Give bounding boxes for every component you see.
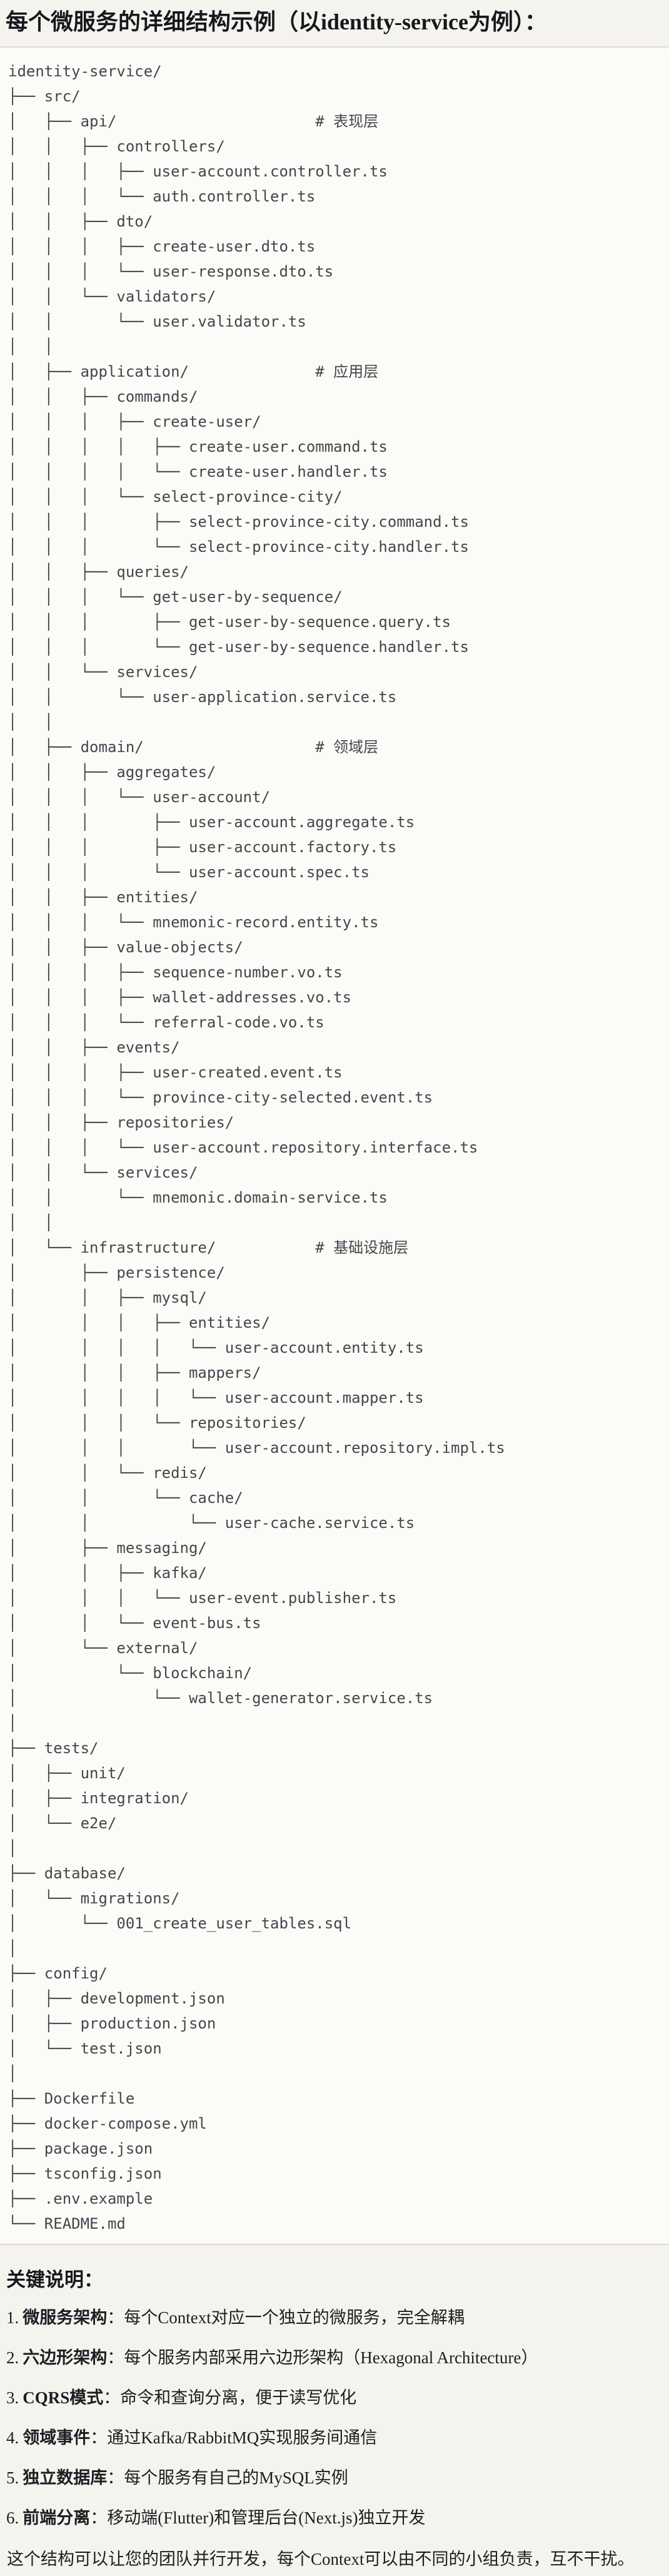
note-separator: ： (90, 2508, 108, 2528)
footer-note: 这个结构可以让您的团队并行开发，每个Context可以由不同的小组负责，互不干扰… (7, 2550, 635, 2569)
note-number: 5. (6, 2468, 19, 2488)
note-separator: ： (90, 2428, 108, 2448)
note-text: 每个服务内部采用六边形架构（Hexagonal Architecture） (124, 2348, 538, 2368)
note-text: 每个Context对应一个独立的微服务，完全解耦 (124, 2308, 465, 2328)
note-separator: ： (107, 2308, 124, 2328)
note-text: 通过Kafka/RabbitMQ实现服务间通信 (107, 2428, 378, 2448)
note-label: CQRS模式 (23, 2388, 104, 2408)
note-item: 1.微服务架构：每个Context对应一个独立的微服务，完全解耦 (6, 2309, 663, 2326)
note-number: 2. (6, 2348, 19, 2368)
note-item: 3.CQRS模式：命令和查询分离，便于读写优化 (6, 2389, 663, 2406)
note-label: 前端分离 (23, 2508, 91, 2528)
note-number: 3. (6, 2388, 19, 2408)
note-separator: ： (103, 2388, 121, 2408)
directory-tree-codeblock: identity-service/ ├── src/ │ ├── api/ # … (0, 46, 669, 2246)
note-item: 5.独立数据库：每个服务有自己的MySQL实例 (6, 2469, 663, 2487)
notes-heading: 关键说明： (6, 2269, 103, 2291)
note-item: 2.六边形架构：每个服务内部采用六边形架构（Hexagonal Architec… (6, 2349, 663, 2366)
note-text: 命令和查询分离，便于读写优化 (120, 2388, 357, 2408)
note-label: 六边形架构 (23, 2348, 108, 2368)
note-text: 移动端(Flutter)和管理后台(Next.js)独立开发 (107, 2508, 426, 2528)
note-number: 1. (6, 2308, 19, 2328)
note-label: 微服务架构 (23, 2308, 108, 2328)
note-label: 独立数据库 (23, 2468, 108, 2488)
note-separator: ： (107, 2468, 124, 2488)
note-label: 领域事件 (23, 2428, 91, 2448)
note-number: 6. (6, 2508, 19, 2528)
note-item: 6.前端分离：移动端(Flutter)和管理后台(Next.js)独立开发 (6, 2509, 663, 2527)
note-separator: ： (107, 2348, 124, 2368)
tree-text: identity-service/ ├── src/ │ ├── api/ # … (8, 63, 505, 2233)
note-number: 4. (6, 2428, 19, 2448)
note-text: 每个服务有自己的MySQL实例 (124, 2468, 348, 2488)
note-item: 4.领域事件：通过Kafka/RabbitMQ实现服务间通信 (6, 2429, 663, 2446)
page-title: 每个微服务的详细结构示例（以identity-service为例）： (6, 9, 547, 34)
